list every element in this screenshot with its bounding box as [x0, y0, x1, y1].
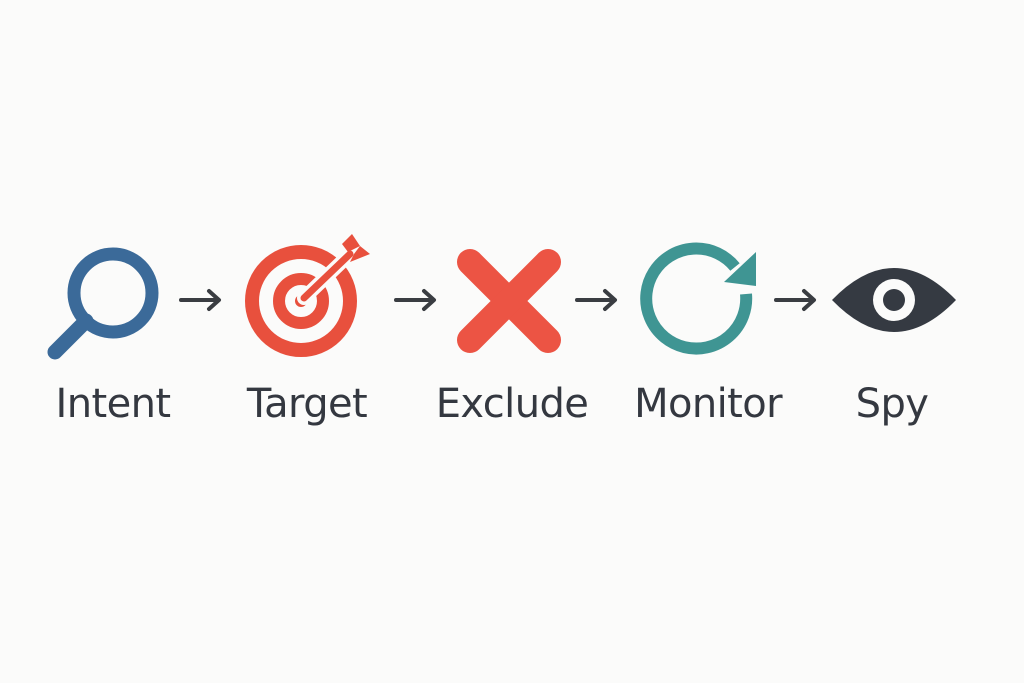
step-label-spy: Spy	[855, 381, 929, 427]
refresh-cycle-icon	[640, 242, 756, 355]
right-arrow-icon	[394, 289, 436, 311]
magnifying-glass-icon	[47, 247, 159, 360]
right-arrow-icon	[575, 289, 617, 311]
right-arrow-icon	[179, 289, 221, 311]
step-label-target: Target	[246, 381, 368, 427]
eye-icon	[832, 268, 956, 332]
step-label-monitor: Monitor	[634, 381, 782, 427]
right-arrow-icon	[774, 289, 816, 311]
step-label-exclude: Exclude	[435, 381, 589, 427]
x-cross-icon	[457, 249, 561, 353]
target-dart-icon	[245, 234, 370, 357]
step-label-intent: Intent	[55, 381, 171, 427]
